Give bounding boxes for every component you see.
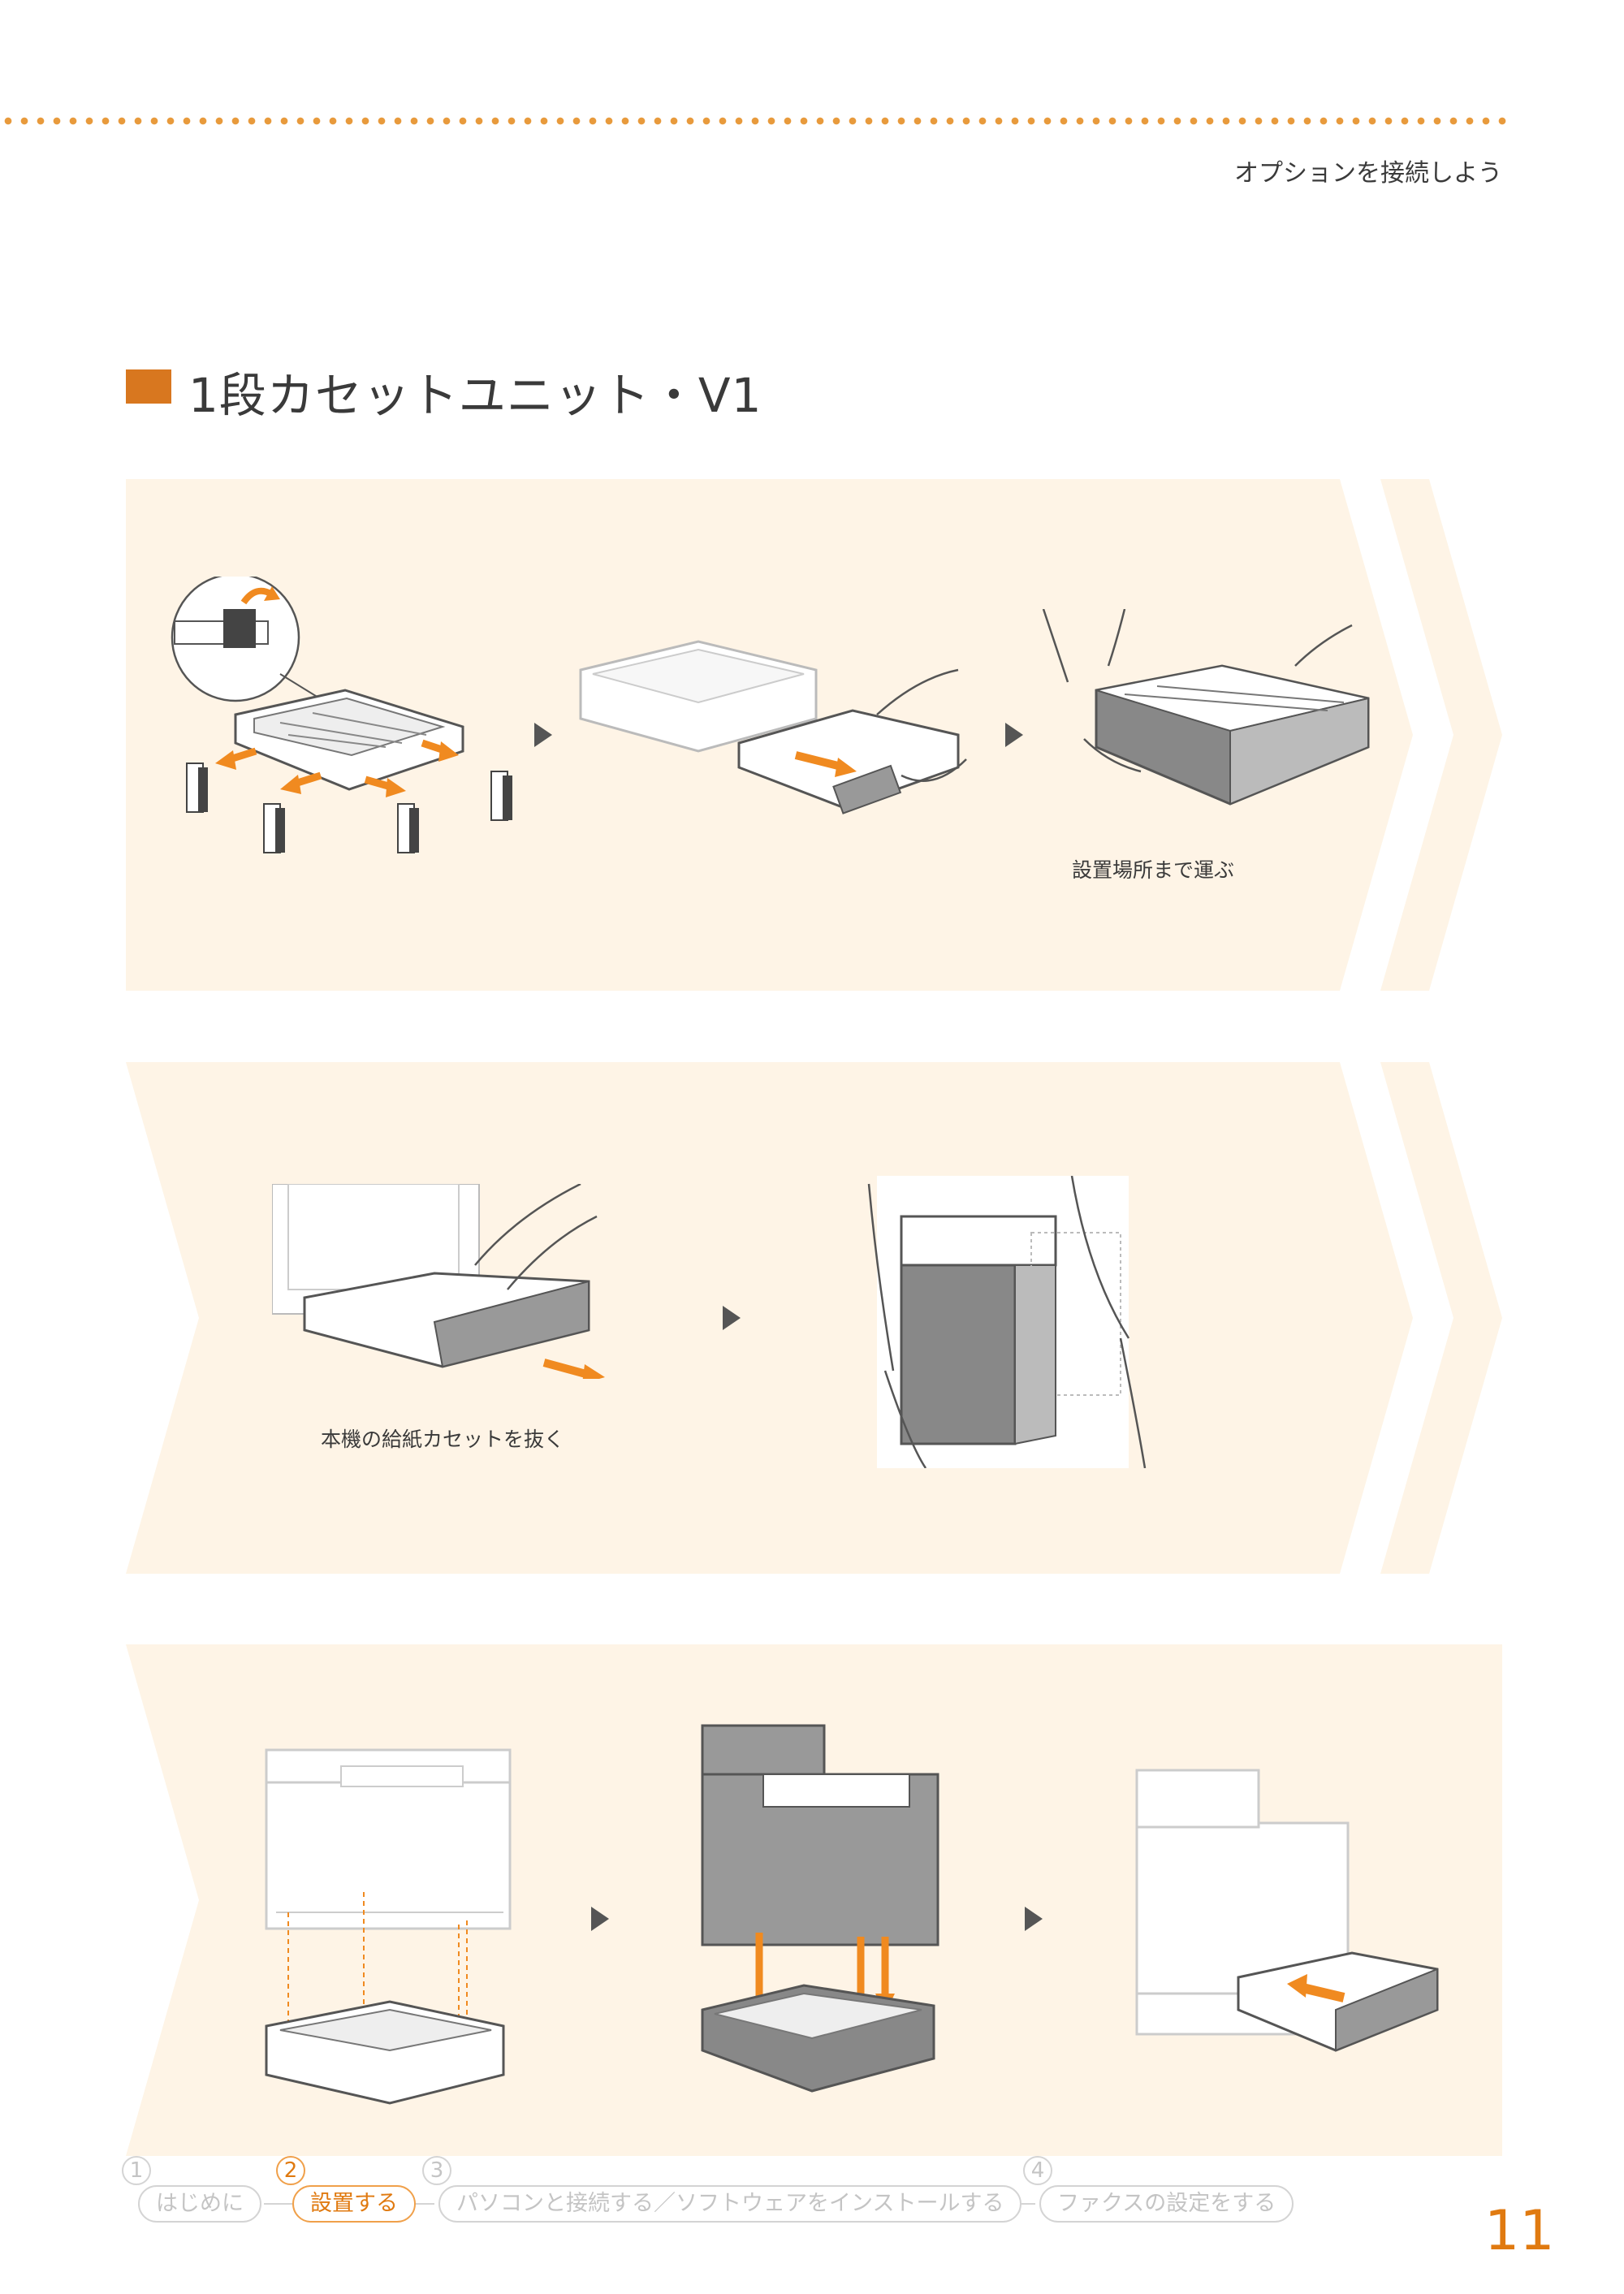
play-arrow-icon xyxy=(723,1306,741,1330)
step-panel-2: 本機の給紙カセットを抜く xyxy=(0,1062,1624,1574)
header-title: オプションを接続しよう xyxy=(1234,159,1502,188)
page-number: 11 xyxy=(1484,2199,1555,2263)
step-2-caption: 本機の給紙カセットを抜く xyxy=(321,1428,565,1451)
nav-step-4-number: 4 xyxy=(1023,2156,1052,2185)
play-arrow-icon xyxy=(1025,1907,1043,1931)
reinsert-cassette-figure xyxy=(1135,1769,1439,2052)
nav-step-1[interactable]: はじめに xyxy=(138,2185,261,2223)
step-panel-3 xyxy=(0,1644,1624,2156)
cassette-unit-tape-removal-figure xyxy=(171,577,464,797)
play-arrow-icon xyxy=(591,1907,609,1931)
nav-step-3[interactable]: パソコンと接続する／ソフトウェアをインストールする xyxy=(438,2185,1022,2223)
footer-step-navigation: 1 はじめに 2 設置する 3 パソコンと接続する／ソフトウェアをインストールす… xyxy=(122,2156,1307,2237)
nav-step-1-number: 1 xyxy=(122,2156,151,2185)
nav-step-4[interactable]: ファクスの設定をする xyxy=(1039,2185,1294,2223)
nav-connector xyxy=(402,2203,434,2205)
nav-connector xyxy=(264,2203,296,2205)
play-arrow-icon xyxy=(1005,723,1023,747)
section-title: 1段カセットユニット・V1 xyxy=(188,368,762,423)
step-1-caption: 設置場所まで運ぶ xyxy=(1072,858,1235,882)
header-dotted-rule xyxy=(0,116,1510,126)
lift-printer-figure xyxy=(867,1176,1147,1468)
section-marker xyxy=(126,369,171,404)
removed-tape-pieces-figure xyxy=(186,763,512,853)
play-arrow-icon xyxy=(534,723,552,747)
nav-step-2-number: 2 xyxy=(276,2156,305,2185)
remove-paper-cassette-figure xyxy=(272,1184,605,1379)
pull-out-cassette-figure xyxy=(579,640,967,814)
align-printer-over-unit-figure xyxy=(265,1748,512,2105)
nav-step-2[interactable]: 設置する xyxy=(292,2185,416,2223)
step-panel-1: 設置場所まで運ぶ xyxy=(0,479,1624,991)
nav-step-3-number: 3 xyxy=(422,2156,451,2185)
carry-unit-figure xyxy=(1042,609,1370,806)
lower-printer-onto-unit-figure xyxy=(701,1724,939,2093)
